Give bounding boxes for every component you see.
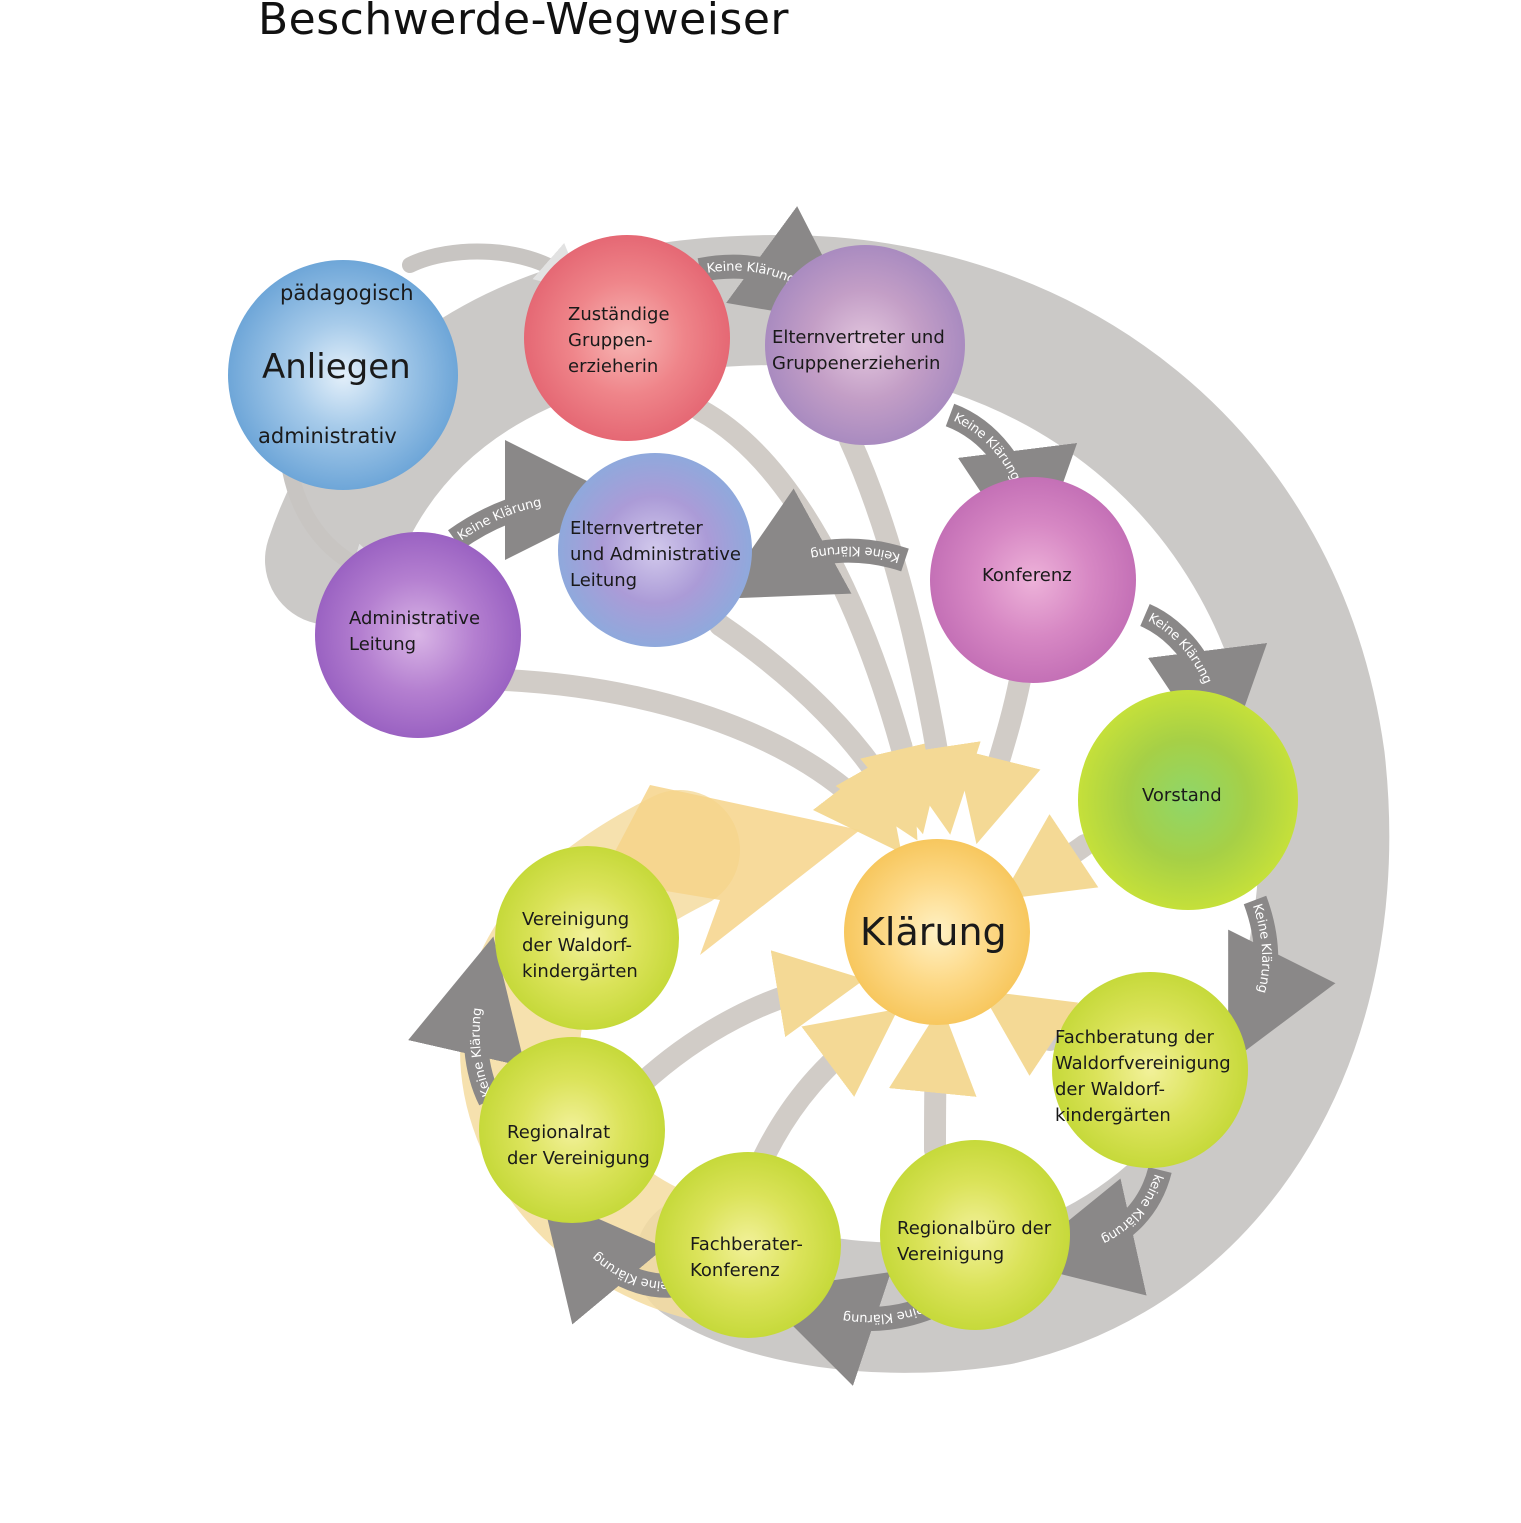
node-circle-regionalbuero <box>880 1140 1070 1330</box>
page-title: Beschwerde-Wegweiser <box>258 0 790 45</box>
node-circle-regionalrat <box>479 1037 665 1223</box>
label-konferenz: Konferenz <box>982 565 1072 586</box>
label-administrativ: administrativ <box>258 424 397 448</box>
label-klaerung: Klärung <box>860 910 1007 954</box>
label-fachberatung: Fachberatung der Waldorfvereinigung der … <box>1055 1027 1231 1126</box>
node-circle-konferenz <box>930 477 1136 683</box>
label-vereinigung: Vereinigung der Waldorf- kindergärten <box>522 909 638 982</box>
node-circle-klaerung <box>844 839 1030 1025</box>
label-regionalbuero: Regionalbüro der Vereinigung <box>897 1218 1052 1265</box>
node-circle-fachberater-konferenz <box>655 1152 841 1338</box>
node-circle-gruppenerzieherin <box>524 235 730 441</box>
label-anliegen: Anliegen <box>262 347 411 387</box>
connector-label-3: Keine Klärung <box>1146 611 1215 687</box>
node-circle-fachberatung <box>1052 972 1248 1168</box>
label-administrative-leitung: Administrative Leitung <box>349 608 481 655</box>
node-circle-elternvertreter-gruppe <box>765 245 965 445</box>
node-circle-anliegen <box>228 260 458 490</box>
label-paedagogisch: pädagogisch <box>280 281 414 305</box>
label-gruppenerzieherin: Zuständige Gruppen- erzieherin <box>568 304 670 377</box>
label-fachberater-konferenz: Fachberater- Konferenz <box>690 1234 803 1281</box>
node-circle-administrative-leitung <box>315 532 521 738</box>
big-arrow-shape <box>600 785 860 955</box>
label-regionalrat: Regionalrat der Vereinigung <box>507 1122 650 1169</box>
node-circle-vereinigung <box>495 846 679 1030</box>
node-circle-vorstand <box>1078 690 1298 910</box>
node-circle-elternvertreter-admin <box>558 453 752 647</box>
label-elternvertreter-admin: Elternvertreter und Administrative Leitu… <box>570 518 741 591</box>
label-vorstand: Vorstand <box>1142 785 1222 806</box>
label-elternvertreter-gruppe: Elternvertreter und Gruppenerzieherin <box>772 327 945 374</box>
connector-label-2: Keine Klärung <box>951 411 1023 484</box>
